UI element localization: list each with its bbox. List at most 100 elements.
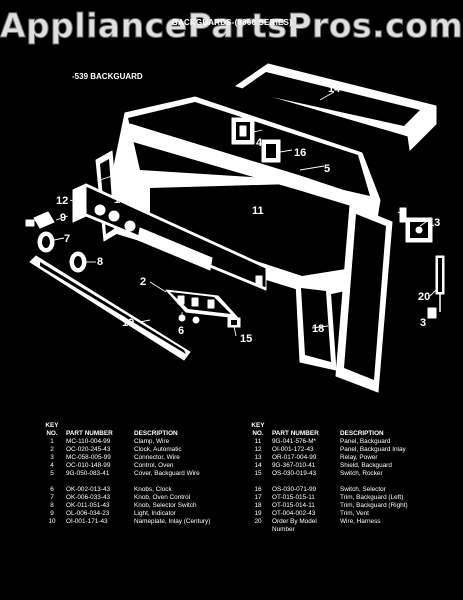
callout-13: 13 (428, 217, 440, 229)
callout-4: 4 (256, 137, 263, 149)
part-number: MC-110-004-99 (66, 438, 111, 445)
part-description: Clock, Automatic (134, 446, 182, 453)
part-description: Cover, Backguard Wire (134, 470, 200, 477)
part-description: Knobs, Clock (134, 486, 172, 493)
part-number: OI-001-171-43 (66, 518, 108, 525)
power-relay (405, 217, 433, 243)
indicator-light (25, 211, 55, 229)
part-number: OC-010-148-99 (66, 462, 111, 469)
part-key: 13 (254, 454, 262, 461)
part-description: Switch, Selector (340, 486, 386, 493)
part-key: 17 (254, 494, 262, 501)
part-description: Knob, Oven Control (134, 494, 191, 501)
parts-row: 15 OS-030-019-43 Switch, Rocker (244, 470, 438, 478)
oven-control (231, 117, 255, 145)
parts-row: 7 OK-006-033-43 Knob, Oven Control (38, 494, 232, 502)
callout-12: 12 (56, 195, 68, 207)
part-number: OT-015-015-11 (272, 494, 315, 501)
header-part-number: PART NUMBER (272, 430, 319, 437)
part-description: Connector, Wire (134, 454, 180, 461)
part-key: 20 (254, 518, 262, 525)
parts-header-left: KEY NO. PART NUMBER DESCRIPTION (38, 422, 232, 438)
leader-lines (53, 91, 437, 337)
part-key: 5 (50, 470, 54, 477)
callout-17: 17 (114, 173, 126, 185)
part-description: Panel, Backguard Inlay (340, 446, 406, 453)
part-number: OR-017-004-99 (272, 454, 317, 461)
section-label: -539 BACKGUARD (72, 72, 143, 81)
part-description: Trim, Backguard (Left) (340, 494, 404, 501)
clock-assembly (165, 289, 239, 324)
part-number: OL-006-034-23 (66, 510, 110, 517)
parts-row: 1 MC-110-004-99 Clamp, Wire (38, 438, 232, 446)
header-description: DESCRIPTION (134, 430, 178, 437)
wire-harness (435, 255, 445, 312)
part-number: OK-011-051-43 (66, 502, 110, 509)
part-number: OK-002-013-43 (66, 486, 111, 493)
selector-switch (261, 139, 281, 163)
part-key: 8 (50, 502, 54, 509)
parts-table-right: KEY NO. PART NUMBER DESCRIPTION 11 9G-041… (244, 422, 438, 534)
callout-1: 1 (402, 211, 408, 223)
callout-16: 16 (294, 147, 306, 159)
part-number: OS-030-071-99 (272, 486, 317, 493)
callout-6: 6 (178, 325, 184, 337)
wire-connector (427, 307, 437, 319)
watermark: AppliancePartsPros.com (0, 6, 463, 46)
part-description: Switch, Rocker (340, 470, 383, 477)
part-number: OS-030-019-43 (272, 470, 317, 477)
part-key: 15 (254, 470, 262, 477)
part-key: 2 (50, 446, 54, 453)
part-number: 9G-367-010-41 (272, 462, 316, 469)
part-key: 18 (254, 502, 262, 509)
callout-15: 15 (240, 333, 252, 345)
part-key: 11 (254, 438, 262, 445)
callout-2: 2 (140, 276, 146, 288)
part-description: Trim, Vent (340, 510, 369, 517)
parts-row: 2 OC-020-245-43 Clock, Automatic (38, 446, 232, 454)
part-number: OC-020-245-43 (66, 446, 111, 453)
part-key: 9 (50, 510, 54, 517)
part-number: OK-006-033-43 (66, 494, 111, 501)
callout-10: 10 (114, 194, 126, 206)
part-key: 19 (254, 510, 262, 517)
part-description: Shield, Backguard (340, 462, 392, 469)
parts-row: 8 OK-011-051-43 Knob, Selector Switch (38, 502, 232, 510)
part-number: 9G-041-576-M* (272, 438, 317, 445)
part-description: Clamp, Wire (134, 438, 170, 445)
wire-clamp (399, 207, 407, 223)
callout-18: 18 (312, 323, 324, 335)
part-key: 16 (254, 486, 262, 493)
part-key: 7 (50, 494, 54, 501)
parts-row: 17 OT-015-015-11 Trim, Backguard (Left) (244, 494, 438, 502)
oven-control-knob (37, 231, 55, 253)
header-key: KEY NO. (251, 422, 265, 437)
part-key: 6 (50, 486, 54, 493)
selector-switch-knob (69, 251, 87, 273)
backguard-inlay-panel (72, 183, 267, 291)
header-part-number: PART NUMBER (66, 430, 113, 437)
part-key: 12 (254, 446, 262, 453)
callout-9: 9 (60, 212, 66, 224)
header-key: KEY NO. (45, 422, 59, 437)
callout-11: 11 (252, 205, 264, 217)
callout-8: 8 (97, 256, 103, 268)
part-description: Wire, Harness (340, 518, 381, 525)
part-description: Nameplate, Inlay (Century) (134, 518, 211, 525)
parts-header-right: KEY NO. PART NUMBER DESCRIPTION (244, 422, 438, 438)
callout-19: 19 (122, 317, 134, 329)
part-description: Knob, Selector Switch (134, 502, 197, 509)
vent-trim (29, 255, 191, 361)
part-key: 1 (50, 438, 54, 445)
callout-14: 14 (328, 83, 341, 95)
